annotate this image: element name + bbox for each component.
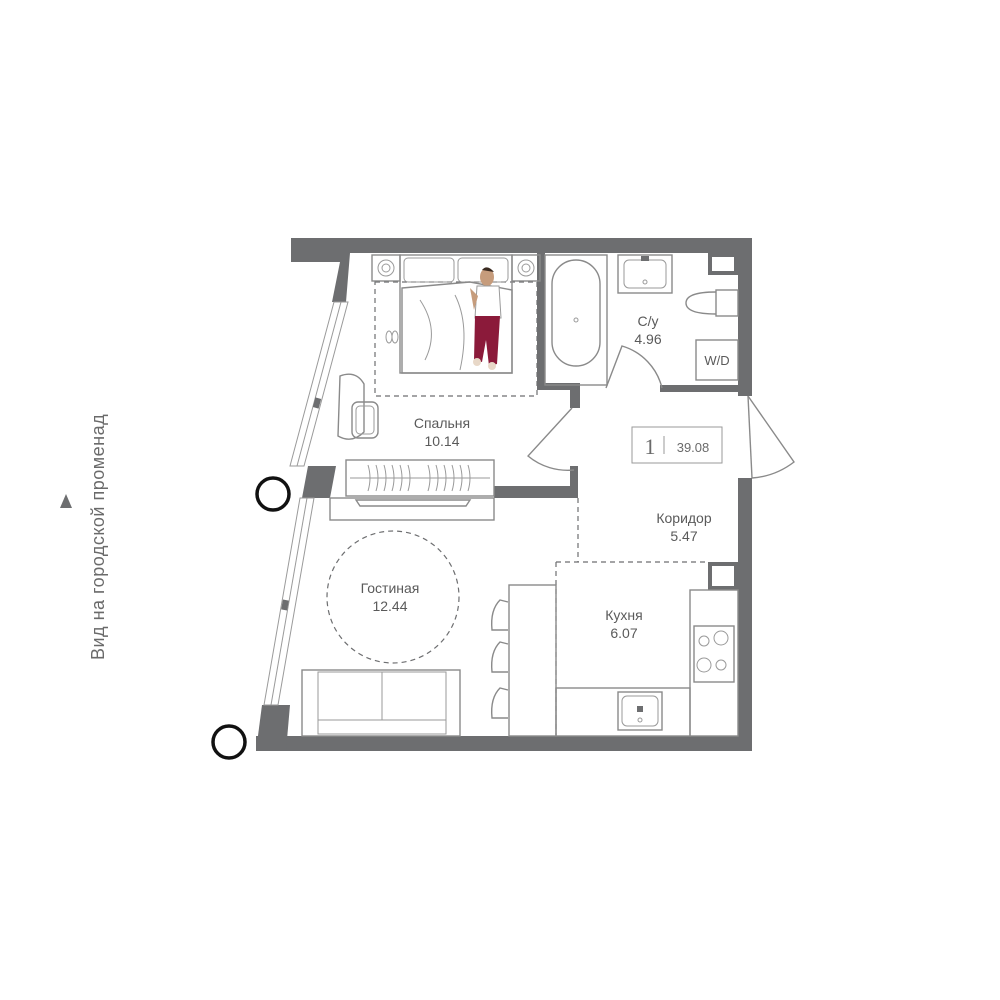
living-name: Гостиная xyxy=(361,580,420,596)
bar-stools xyxy=(490,599,509,719)
corridor-area: 5.47 xyxy=(670,528,697,544)
bathroom-fixtures: W/D xyxy=(544,254,739,386)
washer-dryer xyxy=(695,339,739,381)
sofa xyxy=(301,669,461,737)
kitchen-counter xyxy=(689,589,739,737)
bathtub xyxy=(544,254,608,386)
zone-boundaries xyxy=(326,498,708,736)
bathroom-area: 4.96 xyxy=(634,331,661,347)
hangers xyxy=(367,464,471,492)
living-furniture xyxy=(301,497,557,737)
bedroom-name: Спальня xyxy=(414,415,470,431)
apartment-badge: 1 39.08 xyxy=(631,426,723,464)
bedroom-furniture xyxy=(337,254,541,497)
room-count: 1 xyxy=(645,434,656,459)
slippers-icon xyxy=(385,330,399,344)
bathroom-name: С/у xyxy=(638,313,659,329)
total-area: 39.08 xyxy=(677,440,710,455)
bar-counter xyxy=(508,584,557,737)
kitchen-area: 6.07 xyxy=(610,625,637,641)
cooktop-icon xyxy=(693,625,735,683)
kitchen-sink xyxy=(617,691,663,731)
view-caption: Вид на городской променад xyxy=(88,414,108,660)
window-marker xyxy=(255,476,291,512)
sleeping-person-figure xyxy=(470,267,502,370)
desk-chair xyxy=(337,373,379,440)
bed-rug xyxy=(374,281,538,397)
view-direction: Вид на городской променад xyxy=(60,414,108,660)
kitchen-fixtures xyxy=(555,589,739,737)
bathroom-sink xyxy=(617,254,673,294)
nightstand-left xyxy=(371,254,401,282)
wardrobe xyxy=(345,459,495,497)
exterior-walls xyxy=(256,238,752,751)
tv-unit xyxy=(329,497,495,521)
view-arrow-icon xyxy=(60,494,72,508)
doors xyxy=(526,345,795,479)
interior-walls xyxy=(494,253,738,590)
corridor-name: Коридор xyxy=(656,510,712,526)
living-area: 12.44 xyxy=(372,598,407,614)
window-marker xyxy=(211,724,247,760)
kitchen-counter-bottom xyxy=(555,687,691,737)
kitchen-name: Кухня xyxy=(605,607,642,623)
nightstand-right xyxy=(511,254,541,282)
room-labels: Спальня 10.14 С/у 4.96 Коридор 5.47 Гост… xyxy=(361,313,712,641)
bedroom-area: 10.14 xyxy=(424,433,459,449)
living-zone-circle xyxy=(326,530,460,664)
washer-dryer-label: W/D xyxy=(704,353,729,368)
toilet xyxy=(685,289,739,317)
pillow-left xyxy=(403,257,455,283)
